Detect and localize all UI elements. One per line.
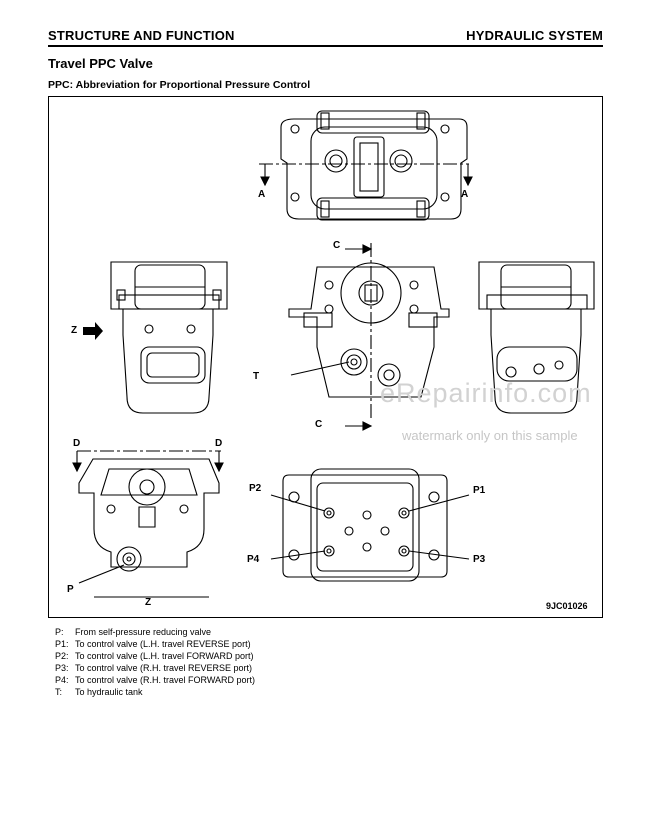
left-side-view-drawing xyxy=(110,261,228,414)
port-label-p3: P3 xyxy=(473,554,486,565)
legend-item: P1:To control valve (L.H. travel REVERSE… xyxy=(55,639,251,649)
header-system-title: HYDRAULIC SYSTEM xyxy=(466,28,603,43)
legend-item: T:To hydraulic tank xyxy=(55,687,143,697)
z-view-drawing xyxy=(72,450,224,598)
section-mark-c-bottom: C xyxy=(315,419,323,430)
right-side-view-drawing xyxy=(478,261,595,414)
front-view-drawing xyxy=(288,243,450,431)
section-mark-d-left: D xyxy=(73,438,81,449)
drawing-code: 9JC01026 xyxy=(546,601,588,611)
section-mark-a-left: A xyxy=(258,189,266,200)
ppc-abbreviation-note: PPC: Abbreviation for Proportional Press… xyxy=(48,79,311,91)
valve-drawing-frame: A A C C Z Z T D D P P2 P1 P4 P3 9JC01026 xyxy=(48,96,603,618)
port-label-t: T xyxy=(253,371,260,382)
header-section-title: STRUCTURE AND FUNCTION xyxy=(48,28,235,43)
z-direction-arrow xyxy=(83,322,103,340)
legend-item: P:From self-pressure reducing valve xyxy=(55,627,212,637)
top-view-drawing xyxy=(259,110,473,221)
section-mark-d-right: D xyxy=(215,438,223,449)
view-mark-z-bottom: Z xyxy=(145,597,152,608)
section-mark-c-top: C xyxy=(333,240,341,251)
watermark-site: eRepairinfo.com xyxy=(380,378,592,408)
view-mark-z-arrow: Z xyxy=(71,325,78,336)
legend-item: P4:To control valve (R.H. travel FORWARD… xyxy=(55,675,256,685)
watermark-note: watermark only on this sample xyxy=(402,428,578,443)
page-title: Travel PPC Valve xyxy=(48,56,153,71)
port-label-p1: P1 xyxy=(473,485,486,496)
legend-item: P2:To control valve (L.H. travel FORWARD… xyxy=(55,651,254,661)
port-legend: P:From self-pressure reducing valve P1:T… xyxy=(55,626,255,698)
legend-item: P3:To control valve (R.H. travel REVERSE… xyxy=(55,663,253,673)
section-mark-a-right: A xyxy=(461,189,469,200)
port-face-drawing xyxy=(270,468,470,582)
port-label-p: P xyxy=(67,584,74,595)
port-label-p2: P2 xyxy=(249,483,262,494)
valve-line-drawing xyxy=(72,110,595,598)
header-rule xyxy=(48,45,603,47)
port-label-p4: P4 xyxy=(247,554,260,565)
